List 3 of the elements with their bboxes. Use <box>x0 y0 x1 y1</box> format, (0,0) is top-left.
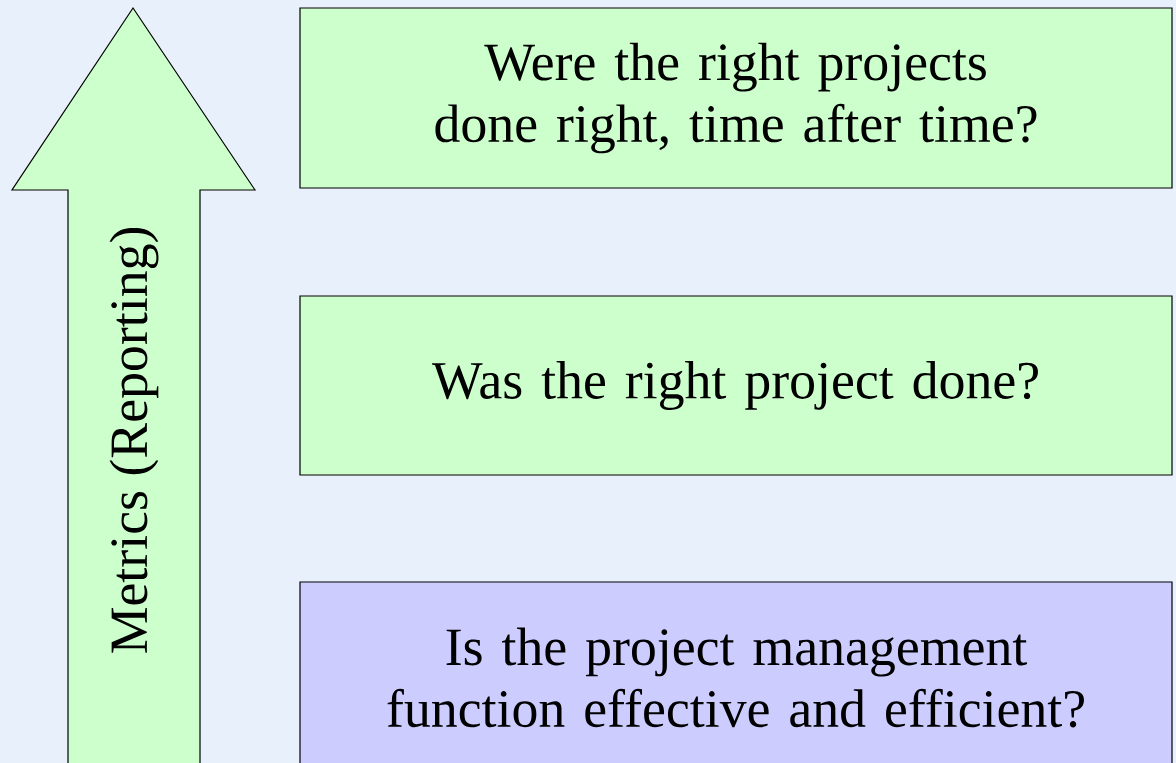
question-box: Was the right project done? <box>299 295 1173 476</box>
question-box: Is the project management function effective and efficient? <box>299 581 1173 763</box>
question-box: Were the right projects done right, time after time? <box>299 7 1173 189</box>
